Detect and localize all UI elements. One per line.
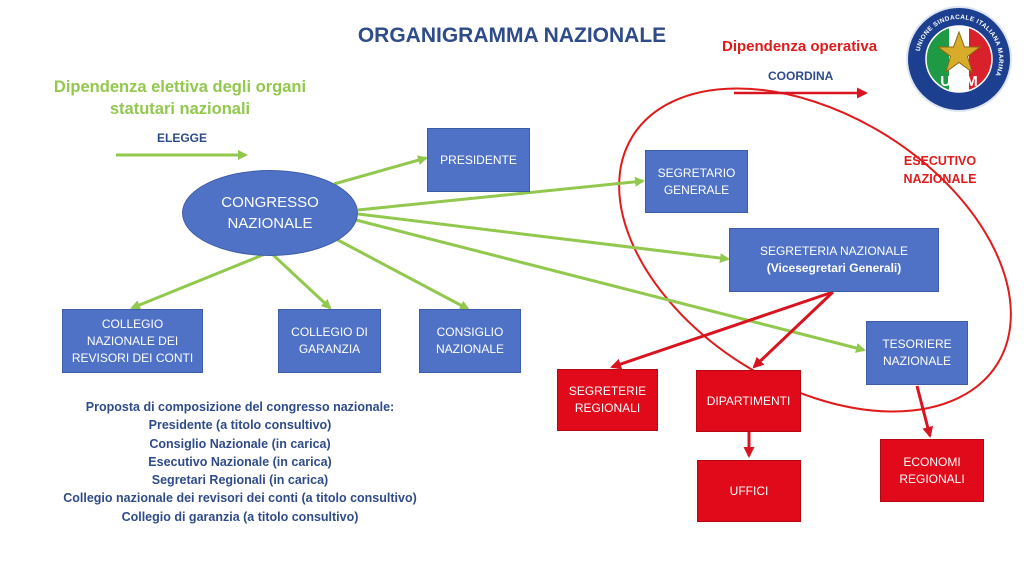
notes-item: Esecutivo Nazionale (in carica) [148, 454, 332, 469]
node-presidente[interactable]: PRESIDENTE [427, 128, 530, 192]
node-segreterie-regionali[interactable]: SEGRETERIE REGIONALI [557, 369, 658, 431]
node-uffici-label: UFFICI [729, 483, 769, 498]
arrow-congresso-segreteria [357, 212, 730, 263]
arrow-tesoriere-economi [915, 385, 934, 438]
node-segreteria-nazionale[interactable]: SEGRETERIA NAZIONALE (Vicesegretari Gene… [729, 228, 939, 292]
node-garanzia-line1: COLLEGIO DI [291, 325, 368, 339]
executive-group-label: ESECUTIVO NAZIONALE [890, 152, 990, 188]
legend-operative-verb: COORDINA [768, 69, 834, 83]
notes-item: Collegio di garanzia (a titolo consultiv… [121, 509, 359, 524]
node-consiglio-nazionale[interactable]: CONSIGLIO NAZIONALE [419, 309, 521, 373]
node-economi-line1: ECONOMI [903, 454, 961, 469]
legend-elective-line1: Dipendenza elettiva degli organi [53, 78, 307, 96]
node-tesoriere-line1: TESORIERE [882, 337, 952, 351]
page-title: ORGANIGRAMMA NAZIONALE [357, 24, 667, 47]
node-tesoriere-line2: NAZIONALE [882, 354, 951, 368]
node-segreteria-line2: (Vicesegretari Generali) [766, 261, 902, 275]
node-revisori-line2: NAZIONALE DEI [86, 333, 179, 348]
node-consiglio-line1: CONSIGLIO [436, 325, 504, 339]
node-revisori-line3: REVISORI DEI CONTI [71, 350, 194, 365]
notes-item: Presidente (a titolo consultivo) [148, 418, 332, 433]
legend-operative-text: Dipendenza operativa [722, 38, 878, 55]
arrow-segreteria-dipartimenti [752, 290, 835, 369]
node-economi-line2: REGIONALI [899, 471, 965, 486]
node-segretario-line2: GENERALE [663, 182, 730, 197]
node-segreterie-line2: REGIONALI [574, 401, 641, 415]
usim-logo: USIM UNIONE SINDACALE ITALIANA MARINA [904, 4, 1014, 114]
executive-label-line1: ESECUTIVO [903, 154, 977, 168]
node-segreterie-line1: SEGRETERIE [568, 384, 647, 398]
arrow-congresso-revisori [130, 250, 271, 310]
arrow-congresso-consiglio [333, 236, 470, 311]
node-congresso-line2: NAZIONALE [227, 215, 313, 232]
notes-item: Segretari Regionali (in carica) [151, 473, 329, 488]
node-economi-regionali[interactable]: ECONOMI REGIONALI [880, 439, 984, 502]
legend-elective-verb: ELEGGE [157, 131, 208, 145]
node-segretario-line1: SEGRETARIO [657, 165, 736, 180]
node-uffici[interactable]: UFFICI [697, 460, 801, 522]
arrow-congresso-garanzia [268, 250, 332, 310]
node-segretario-generale[interactable]: SEGRETARIO GENERALE [645, 150, 748, 213]
node-tesoriere-nazionale[interactable]: TESORIERE NAZIONALE [866, 321, 968, 385]
node-revisori-line1: COLLEGIO [101, 316, 164, 331]
node-presidente-label: PRESIDENTE [440, 152, 517, 167]
node-consiglio-line2: NAZIONALE [435, 342, 504, 356]
notes-item: Collegio nazionale dei revisori dei cont… [63, 491, 417, 506]
arrow-segreteria-segreterie-regionali [610, 290, 834, 370]
legend-elective-line2: statutari nazionali [109, 100, 251, 118]
node-congresso-line1: CONGRESSO [221, 194, 319, 211]
node-congresso-nazionale[interactable]: CONGRESSO NAZIONALE [182, 170, 358, 256]
arrow-congresso-tesoriere [355, 218, 866, 353]
executive-group-ellipse [618, 87, 1012, 413]
node-dipartimenti-label: DIPARTIMENTI [706, 393, 791, 408]
arrow-congresso-presidente [333, 155, 428, 186]
usim-logo-graphic: USIM UNIONE SINDACALE ITALIANA MARINA [906, 6, 1012, 112]
notes-heading: Proposta di composizione del congresso n… [85, 400, 395, 414]
logo-acronym: USIM [940, 73, 978, 90]
node-collegio-garanzia[interactable]: COLLEGIO DI GARANZIA [278, 309, 381, 373]
node-segreteria-line1: SEGRETERIA NAZIONALE [759, 244, 909, 258]
node-garanzia-line2: GARANZIA [298, 342, 361, 356]
node-collegio-revisori[interactable]: COLLEGIO NAZIONALE DEI REVISORI DEI CONT… [62, 309, 203, 373]
arrow-congresso-segretario [357, 176, 645, 212]
node-dipartimenti[interactable]: DIPARTIMENTI [696, 370, 801, 432]
legend-elective-text: Dipendenza elettiva degli organi statuta… [40, 76, 320, 120]
executive-label-line2: NAZIONALE [903, 172, 977, 186]
notes-item: Consiglio Nazionale (in carica) [149, 436, 331, 451]
congress-composition-notes: Proposta di composizione del congresso n… [40, 398, 440, 526]
